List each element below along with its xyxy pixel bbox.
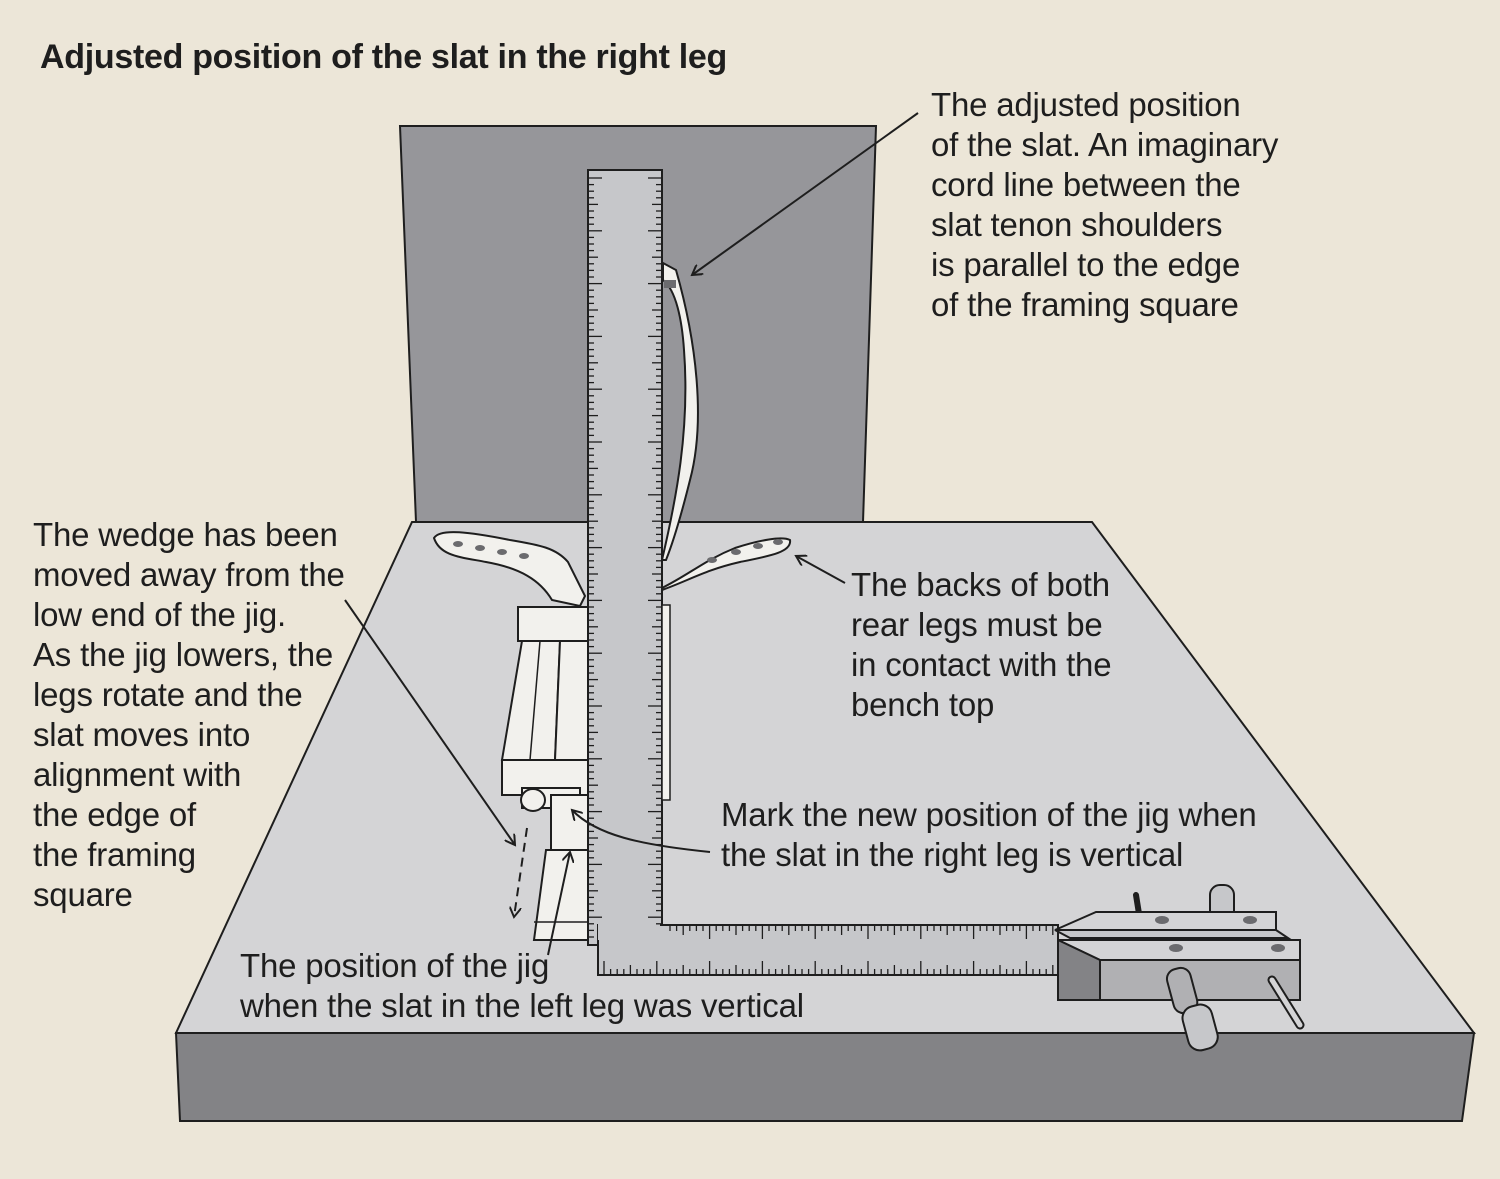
old-position-callout: The position of the jig when the slat in… [240,946,804,1026]
left-leg-holes [453,541,529,559]
callout-line: Mark the new position of the jig when [721,796,1257,833]
callout-line: moved away from the [33,556,345,593]
bench-top [174,521,1476,1034]
callout-line: is parallel to the edge [931,246,1241,283]
callout-line: low end of the jig. [33,596,287,633]
callout-line: rear legs must be [851,606,1103,643]
rear-legs-callout-arrow [796,556,846,584]
jig-foot-lower [532,849,597,941]
bench-front [174,1032,1476,1122]
left-rear-leg [432,531,587,608]
callout-line: legs rotate and the [33,676,303,713]
old-position-callout-arrow [547,852,570,956]
right-leg-holes [707,539,783,563]
callout-line: cord line between the [931,166,1241,203]
jig-side-post [661,604,671,801]
callout-line: The backs of both [851,566,1110,603]
slat-callout-arrow [692,112,919,275]
callout-line: As the jig lowers, the [33,636,334,673]
callout-line: alignment with [33,756,242,793]
callout-line: the framing [33,836,196,873]
callout-line: The wedge has been [33,516,338,553]
callout-line: bench top [851,686,995,723]
callout-line: in contact with the [851,646,1112,683]
callout-line: of the framing square [931,286,1239,323]
wedge-callout-arrow [344,599,515,845]
mark-new-position-callout: Mark the new position of the jig when th… [721,795,1257,875]
callout-line: square [33,876,133,913]
callout-line: of the slat. An imaginary [931,126,1279,163]
rear-legs-callout: The backs of both rear legs must be in c… [851,565,1112,725]
curved-slat [660,261,699,561]
callout-line: the edge of [33,796,196,833]
callout-line: the slat in the right leg is vertical [721,836,1184,873]
callout-line: when the slat in the left leg was vertic… [240,987,804,1024]
mark-new-callout-arrow [572,810,711,853]
callout-line: slat moves into [33,716,251,753]
jig-right-rail [553,640,591,761]
diagram-title: Adjusted position of the slat in the rig… [40,38,727,76]
clamp [1054,884,1305,1052]
wedge-callout: The wedge has been moved away from the l… [33,515,345,915]
callout-line: The adjusted position [931,86,1241,123]
callout-line: slat tenon shoulders [931,206,1223,243]
callout-line: The position of the jig [240,947,550,984]
jig-crossbar [517,606,597,642]
slat-position-callout: The adjusted position of the slat. An im… [931,85,1278,325]
